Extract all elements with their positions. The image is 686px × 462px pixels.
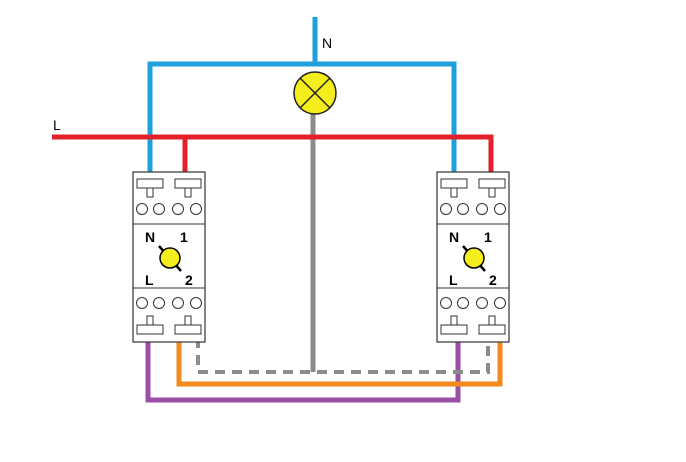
knob-icon [158, 245, 182, 272]
live-label: L [53, 117, 61, 133]
lamp-icon [293, 71, 337, 115]
terminal-top-right [478, 178, 506, 198]
terminal-top-right [174, 178, 202, 198]
control-wire-orange [176, 338, 503, 387]
terminal-top-left [136, 178, 164, 198]
device-label-n: N [449, 229, 459, 245]
screw-row-bottom [440, 297, 506, 309]
live-wire [52, 134, 494, 172]
device-label-1: 1 [180, 229, 188, 245]
terminal-bottom-left [136, 315, 164, 335]
dashed-grey-wire [196, 338, 490, 374]
terminal-top-left [440, 178, 468, 198]
screw-row-top [136, 203, 202, 215]
terminal-bottom-right [174, 315, 202, 335]
relay-device-right: N 1 L 2 [436, 171, 510, 343]
screw-row-bottom [136, 297, 202, 309]
neutral-wire [147, 61, 457, 172]
terminal-bottom-left [440, 315, 468, 335]
device-label-l: L [449, 272, 458, 288]
neutral-label: N [322, 35, 332, 51]
screw-row-top [440, 203, 506, 215]
device-label-2: 2 [185, 272, 193, 288]
relay-device-left: N 1 L 2 [132, 171, 206, 343]
device-label-1: 1 [484, 229, 492, 245]
device-label-n: N [145, 229, 155, 245]
terminal-bottom-right [478, 315, 506, 335]
knob-icon [462, 245, 486, 272]
device-label-2: 2 [489, 272, 497, 288]
control-wire-purple [145, 338, 461, 403]
device-label-l: L [145, 272, 154, 288]
